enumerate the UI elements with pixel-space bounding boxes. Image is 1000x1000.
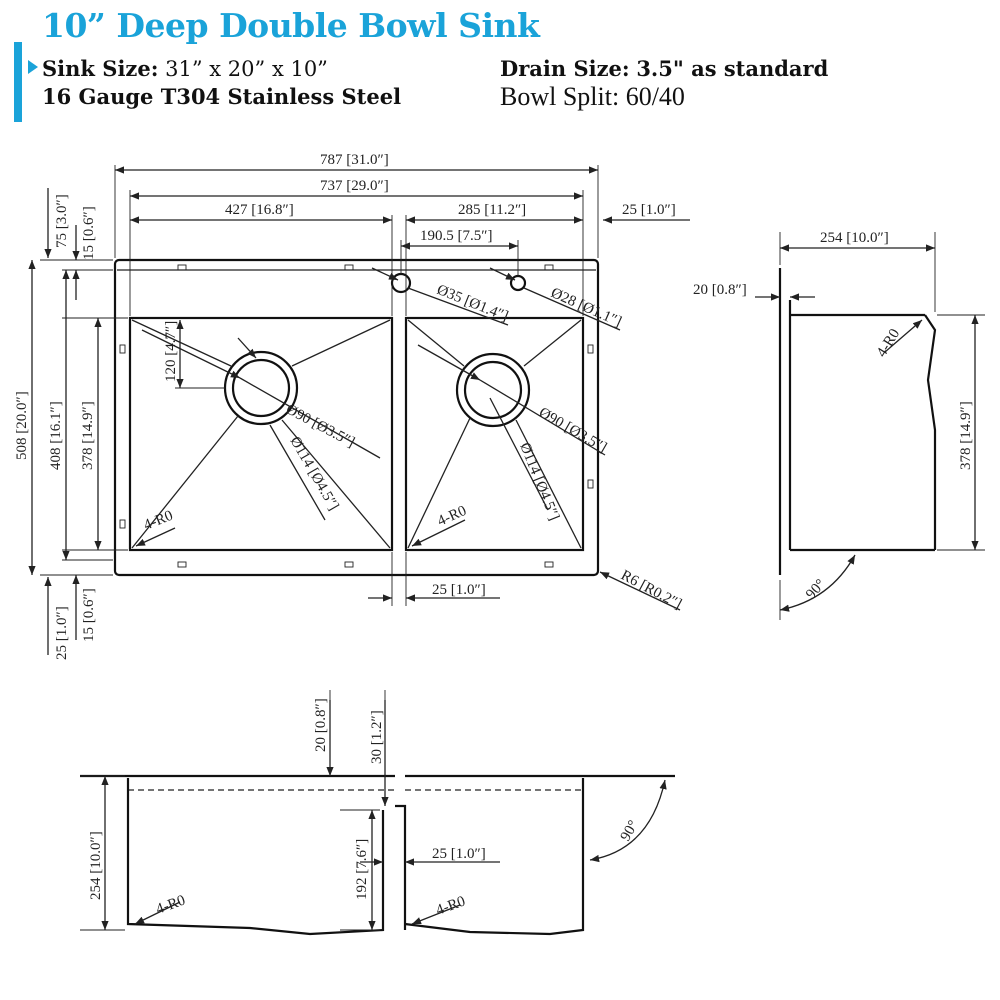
label-faucet-hole-2: Ø28 [Ø1.1″]	[548, 285, 623, 330]
dim-side-bowl-depth: 378 [14.9″]	[958, 401, 974, 470]
faucet-hole-1	[390, 272, 412, 294]
label-side-angle: 90°	[803, 576, 829, 602]
sink-size-label: Sink Size:	[42, 56, 159, 81]
dim-inner-width: 737 [29.0″]	[320, 178, 389, 194]
label-outer-radius: R6 [R0.2″]	[618, 567, 684, 612]
front-right-bowl	[404, 778, 585, 936]
dim-left-bowl-width: 427 [16.8″]	[225, 202, 294, 218]
sink-outer-rim	[113, 258, 600, 577]
mounting-clips	[119, 264, 594, 568]
right-drain-flange	[455, 352, 531, 428]
front-view: 20 [0.8″] 30 [1.2″] 254 [10.0″] 192 [7.6…	[80, 690, 675, 936]
page-title: 10” Deep Double Bowl Sink	[42, 6, 540, 45]
top-extension-lines	[40, 165, 599, 576]
dim-side-flange: 20 [0.8″]	[693, 282, 747, 298]
side-view: 254 [10.0″] 20 [0.8″] 378 [14.9″] 4-R0 9…	[693, 230, 985, 620]
side-bowl-wall	[924, 314, 937, 550]
bowl-split-spec: Bowl Split: 60/40	[500, 82, 685, 111]
arrow-icon	[28, 60, 38, 74]
material-spec: 16 Gauge T304 Stainless Steel	[42, 84, 402, 109]
label-front-corner-right: 4-R0	[434, 893, 468, 918]
drain-size-value: 3.5" as standard	[636, 56, 829, 81]
dim-front-depth: 254 [10.0″]	[88, 831, 104, 900]
label-side-corner-radius: 4-R0	[874, 326, 903, 360]
dim-front-divider-drop: 30 [1.2″]	[369, 710, 385, 764]
sink-size-spec: Sink Size: 31” x 20” x 10”	[42, 56, 328, 81]
dim-deck-depth: 15 [0.6″]	[81, 206, 97, 260]
dim-right-bowl-width: 285 [11.2″]	[458, 202, 526, 218]
drain-size-label: Drain Size:	[500, 56, 630, 81]
label-front-angle: 90°	[618, 818, 642, 844]
right-drain	[463, 360, 523, 420]
dim-top-margin: 75 [3.0″]	[54, 194, 70, 248]
label-front-corner-left: 4-R0	[154, 892, 188, 917]
label-right-flange-dia: Ø114 [Ø4.5″]	[516, 441, 562, 523]
dim-divider-width: 25 [1.0″]	[432, 582, 486, 598]
dim-bottom-deck: 15 [0.6″]	[81, 588, 97, 642]
faucet-hole-2	[509, 274, 527, 292]
dim-inner-depth: 408 [16.1″]	[48, 401, 64, 470]
dim-overall-depth: 508 [20.0″]	[14, 391, 30, 460]
dim-drain-offset: 120 [4.7″]	[163, 321, 179, 382]
right-bowl	[404, 316, 585, 552]
sink-size-value: 31” x 20” x 10”	[165, 57, 328, 81]
front-left-bowl	[126, 778, 385, 936]
left-drain	[231, 358, 291, 418]
dim-bowl-depth: 378 [14.9″]	[80, 401, 96, 470]
front-divider	[395, 804, 407, 930]
right-slope-lines	[407, 319, 582, 549]
dim-bottom-margin: 25 [1.0″]	[54, 606, 70, 660]
dim-overall-width: 787 [31.0″]	[320, 152, 389, 168]
dim-side-depth: 254 [10.0″]	[820, 230, 889, 246]
accent-bar	[14, 42, 22, 122]
dim-front-flange: 20 [0.8″]	[313, 698, 329, 752]
front-extension-lines	[80, 690, 386, 931]
dim-front-divider-width: 25 [1.0″]	[432, 846, 486, 862]
left-bowl	[128, 316, 394, 552]
dim-right-margin: 25 [1.0″]	[622, 202, 676, 218]
dim-front-divider-height: 192 [7.6″]	[354, 839, 370, 900]
dim-faucet-spacing: 190.5 [7.5″]	[420, 228, 493, 244]
top-view: 787 [31.0″] 737 [29.0″] 427 [16.8″] 285 …	[14, 152, 690, 660]
drain-size-spec: Drain Size: 3.5" as standard	[500, 56, 828, 81]
side-extension-lines	[779, 232, 985, 551]
